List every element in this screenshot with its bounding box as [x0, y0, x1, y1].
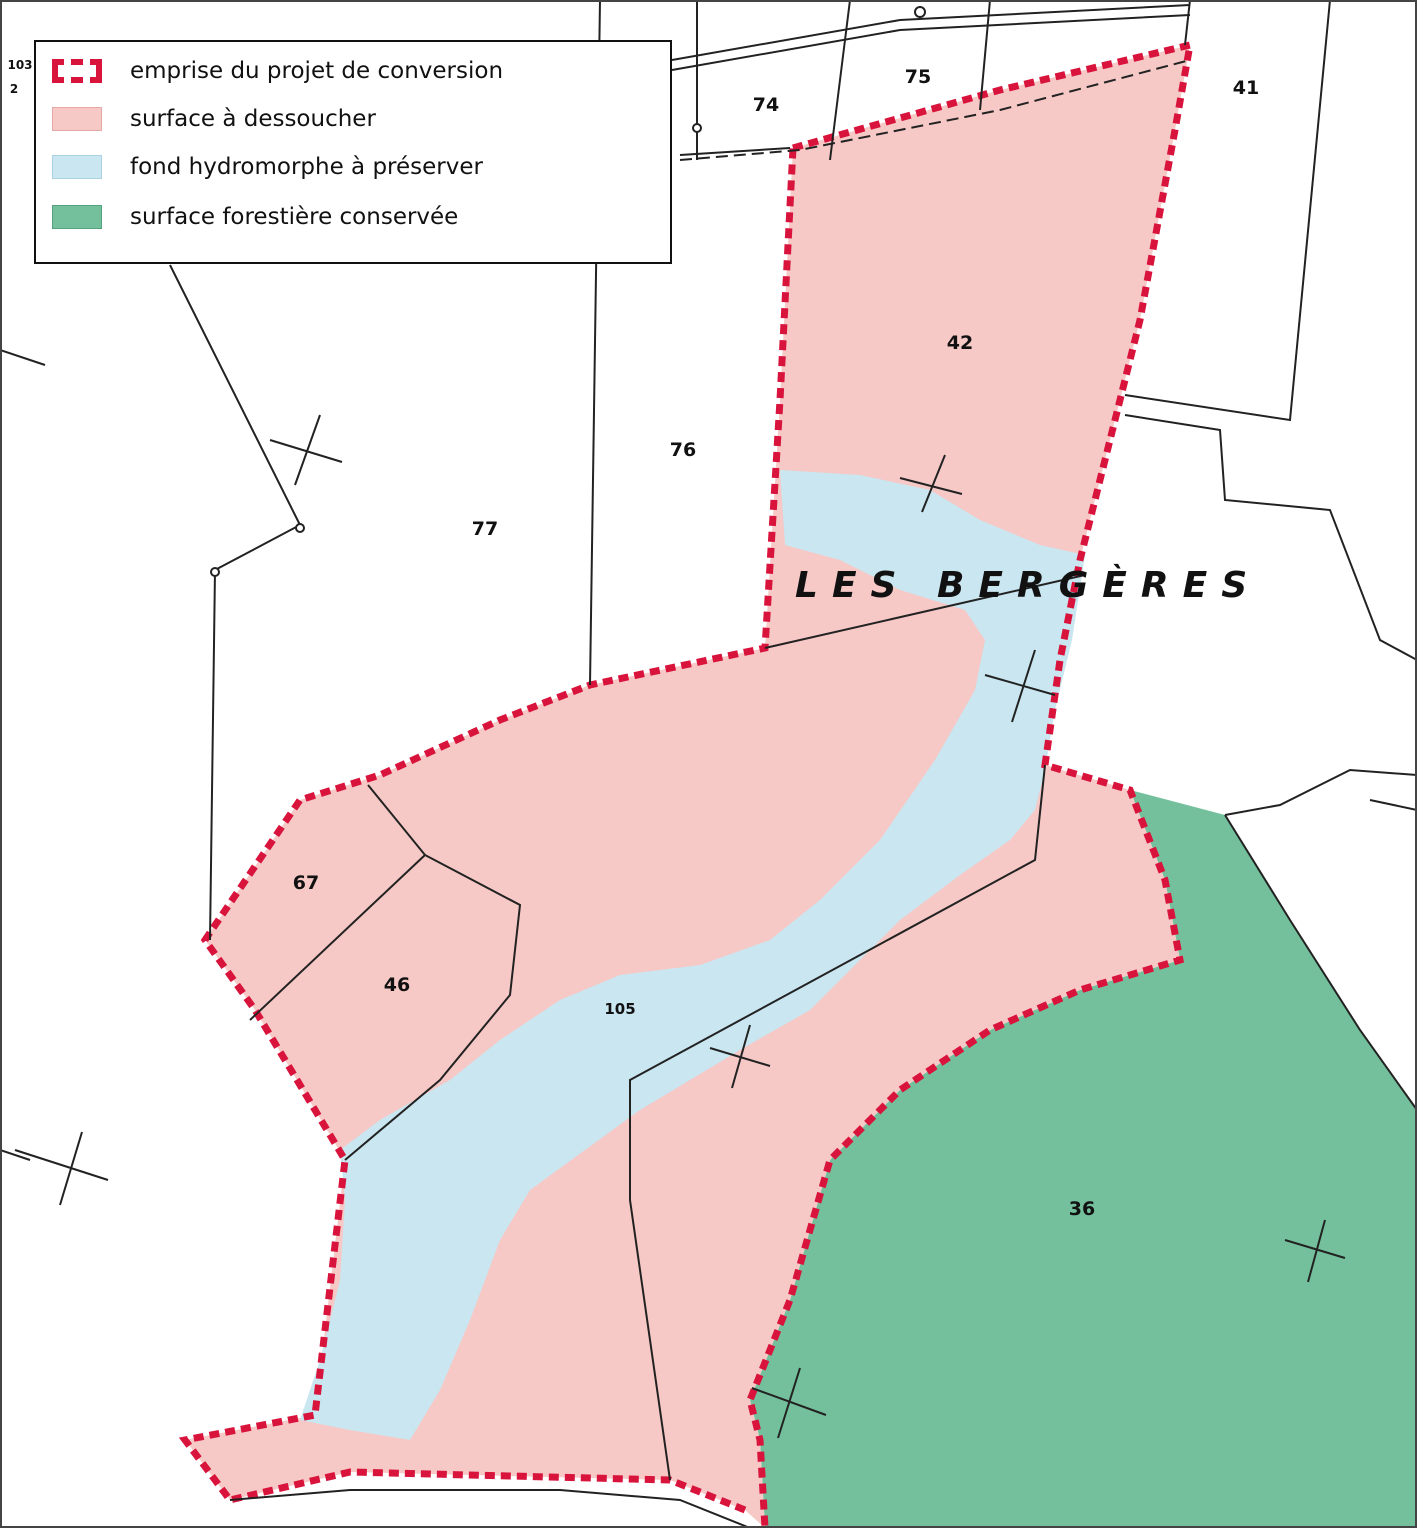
parcel-76: 76 — [670, 439, 696, 461]
hydromorphic-area — [300, 470, 1085, 1440]
legend-item-removal: surface à dessoucher — [52, 104, 376, 134]
parcel-36: 36 — [1069, 1198, 1095, 1220]
forest-area — [750, 790, 1417, 1528]
green-swatch — [52, 205, 102, 229]
pink-swatch — [52, 107, 102, 131]
parcel-41: 41 — [1233, 77, 1259, 99]
boundary-markers — [210, 6, 926, 577]
parcel-77: 77 — [472, 518, 498, 540]
place-name: LES BERGÈRES — [795, 564, 1261, 606]
parcel-67: 67 — [293, 872, 319, 894]
dashed-boundary-swatch — [52, 59, 102, 83]
legend-item-boundary: emprise du projet de conversion — [52, 56, 503, 86]
blue-swatch — [52, 155, 102, 179]
parcel-42: 42 — [947, 332, 973, 354]
legend-label: fond hydromorphe à préserver — [130, 154, 483, 180]
parcel-numbers: 74 75 41 42 76 77 67 46 105 36 103 2 — [7, 58, 1259, 1220]
parcel-74: 74 — [753, 94, 779, 116]
legend-label: emprise du projet de conversion — [130, 58, 504, 84]
legend-item-forest: surface forestière conservée — [52, 202, 458, 232]
project-boundary — [178, 40, 1195, 1528]
parcel-2: 2 — [10, 82, 18, 96]
legend-label: surface forestière conservée — [130, 204, 459, 230]
parcel-105: 105 — [604, 1000, 635, 1018]
parcel-46: 46 — [384, 974, 410, 996]
survey-markers — [14, 414, 1346, 1439]
legend-item-hydro: fond hydromorphe à préserver — [52, 152, 483, 182]
parcel-75: 75 — [905, 66, 931, 88]
legend: emprise du projet de conversion surface … — [34, 40, 672, 264]
parcel-103: 103 — [7, 58, 32, 72]
legend-label: surface à dessoucher — [130, 106, 376, 132]
